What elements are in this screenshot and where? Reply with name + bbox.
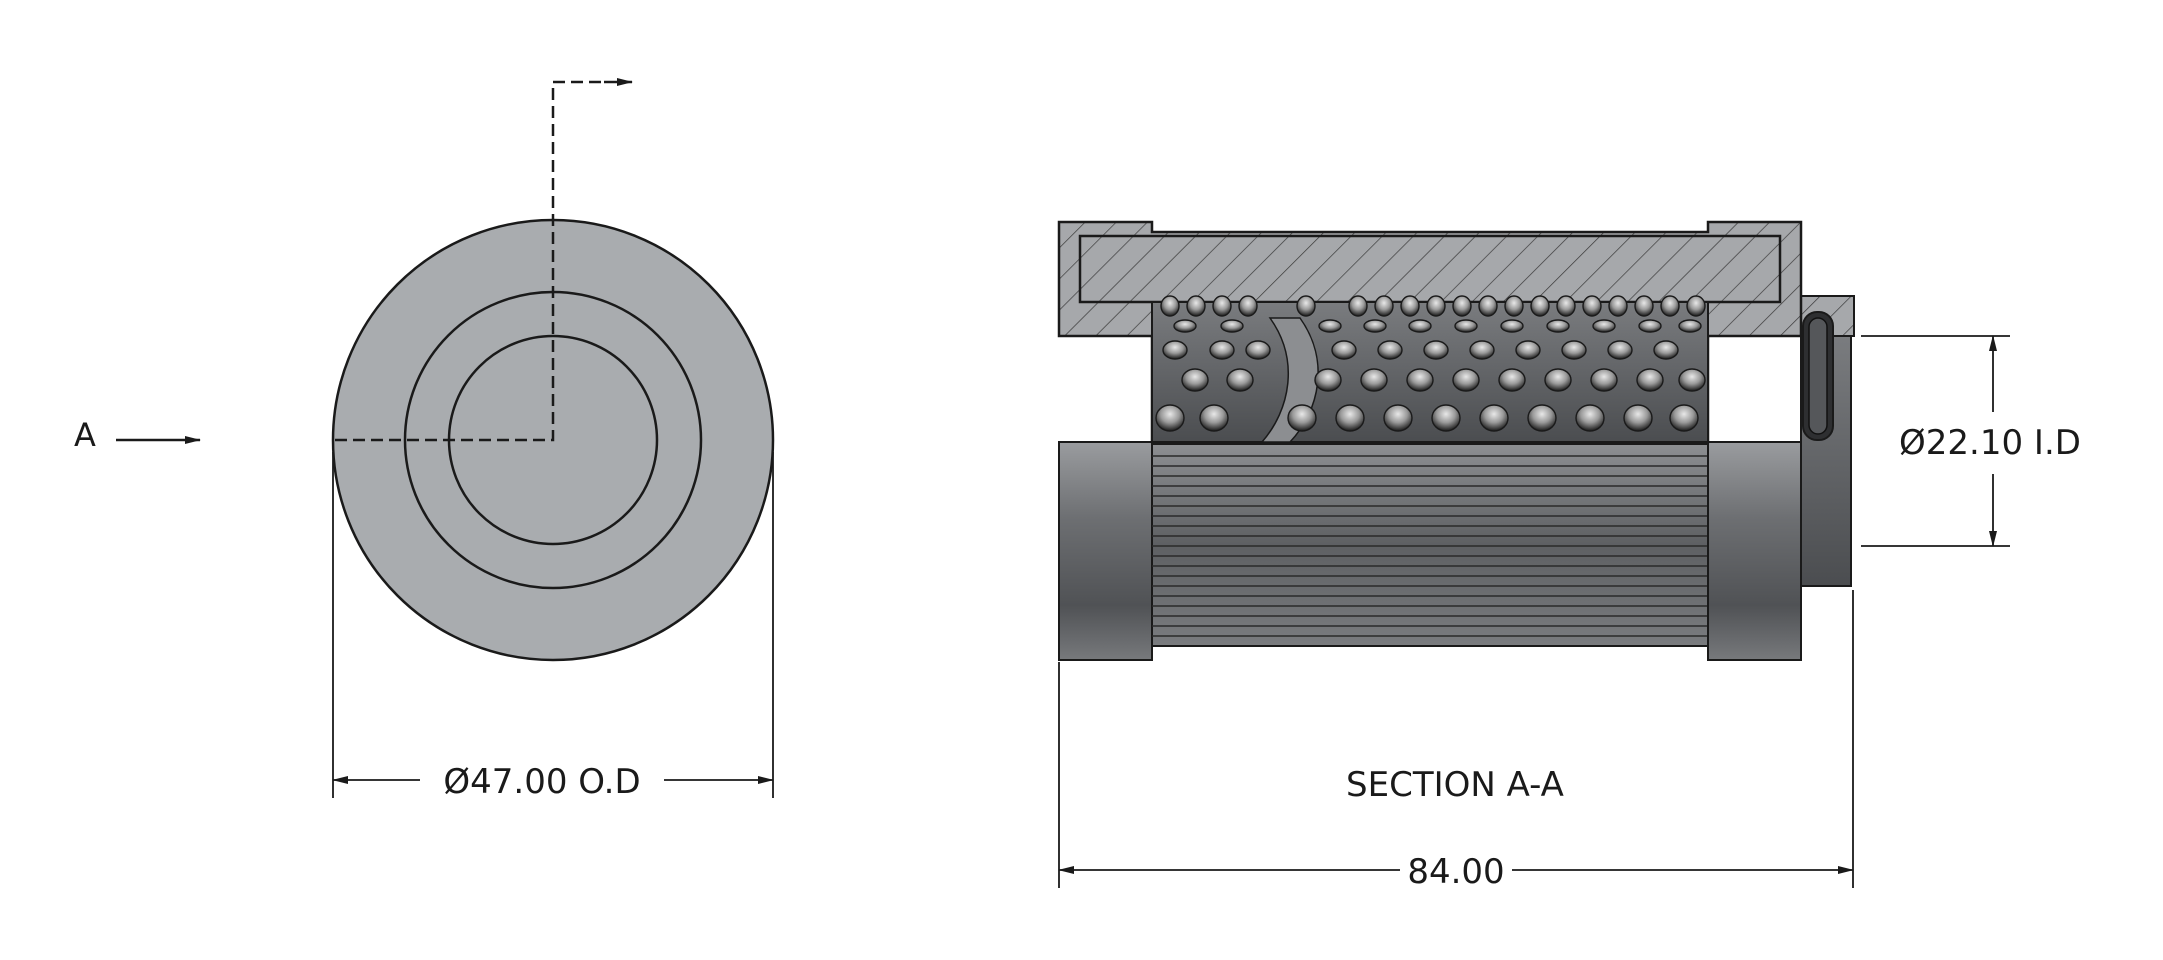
pleated-media — [1151, 443, 1709, 647]
section-title: SECTION A-A — [1346, 765, 1564, 805]
core-tube-hatched — [1078, 234, 1782, 304]
pleat-lines — [1152, 455, 1708, 637]
length-dimension-label: 84.00 — [1407, 852, 1504, 892]
od-dimension — [332, 452, 774, 798]
section-view — [1057, 220, 1855, 661]
o-ring — [1808, 317, 1828, 435]
left-end-cap — [1058, 441, 1153, 661]
section-cut-line — [116, 78, 633, 444]
section-marker-label: A — [74, 416, 96, 454]
right-end-cap — [1707, 441, 1802, 661]
id-dimension — [1861, 335, 2010, 547]
perforation-holes — [1155, 295, 1706, 432]
od-dimension-label: Ø47.00 O.D — [443, 762, 640, 802]
length-dimension — [1058, 590, 1854, 888]
id-dimension-label: Ø22.10 I.D — [1899, 423, 2081, 463]
